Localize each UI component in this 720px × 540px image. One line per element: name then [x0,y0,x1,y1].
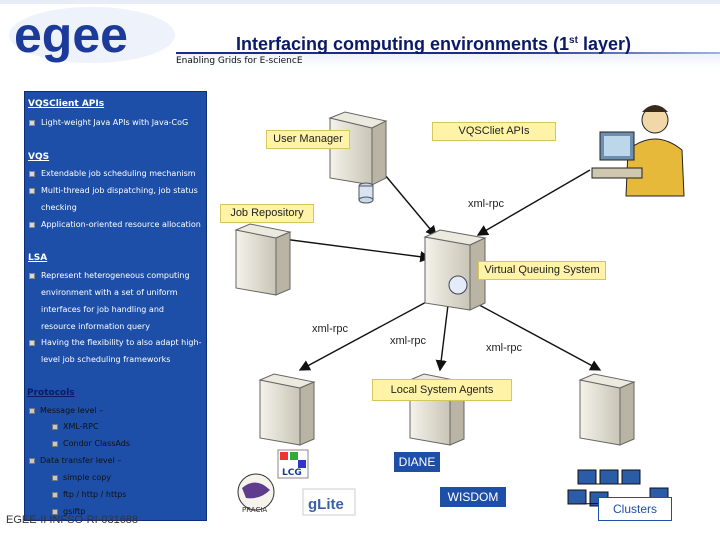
bullet-icon [29,171,35,177]
server-lsa1-icon [258,373,316,446]
lcg-label: LCG [282,468,302,478]
vqs-heading: VQS [28,152,50,162]
arrow-user-to-vqs [384,174,437,238]
arrow-vqs-to-lsa1 [298,299,431,371]
header-rule [176,52,720,54]
bullet-icon [29,340,35,346]
lsa-item: level job scheduling frameworks [41,355,171,364]
bullet-icon [29,408,35,414]
connection-arrows [267,169,602,372]
vqs-item: Multi-thread job dispatching, job status [41,186,198,195]
bullet-icon [29,120,35,126]
clusters-label: Clusters [598,497,672,521]
lsa-item: environment with a set of uniform [41,288,178,297]
bullet-icon [52,475,58,481]
vqsclient-heading: VQSClient APIs [28,99,105,109]
xml-rpc-mid-label: xml-rpc [390,335,427,347]
bullet-icon [52,509,58,515]
local-system-agents-label: Local System Agents [372,379,512,401]
job-repository-label: Job Repository [220,204,314,223]
bullet-icon [52,424,58,430]
clusters-icon [567,469,669,507]
vqscliet-apis-label: VQSCliet APIs [432,122,556,141]
server-vqs-icon [423,229,487,311]
page-subtitle: Enabling Grids for E-sciencE [176,56,303,66]
pracia-logo: PRACIA [237,473,275,514]
protocol-message-level: Message level – [40,406,104,415]
protocol-gsiftp: gsiftp [63,507,86,516]
glite-label: gLite [308,496,344,513]
user-workstation-icon [591,105,685,197]
vqs-item: Application-oriented resource allocation [41,220,201,229]
protocol-xml-rpc: XML-RPC [63,422,99,431]
virtual-queuing-system-label: Virtual Queuing System [478,261,606,280]
lsa-item: Having the flexibility to also adapt hig… [41,338,202,347]
arrow-repo-to-vqs [267,236,432,263]
glite-logo: gLite [302,488,356,516]
protocol-condor: Condor ClassAds [63,439,130,448]
arrow-vqs-to-lsa3 [469,299,602,371]
bullet-icon [52,492,58,498]
server-user-manager-icon [328,111,388,204]
logo-text: egee [14,7,128,63]
vqs-item: checking [41,203,77,212]
lsa-item: resource information query [41,322,150,331]
pracia-label: PRACIA [242,506,267,514]
diane-label: DIANE [394,452,440,472]
bullet-icon [29,458,35,464]
arrow-client-to-vqs [476,169,591,236]
server-job-repository-icon [234,223,292,296]
xml-rpc-top-label: xml-rpc [468,198,505,210]
xml-rpc-right-label: xml-rpc [486,342,523,354]
server-lsa3-icon [578,373,636,446]
header-shade [176,54,720,68]
vqsclient-item: Light-weight Java APIs with Java-CoG [41,118,189,127]
lsa-heading: LSA [28,253,48,263]
description-panel: VQSClient APIs Light-weight Java APIs wi… [24,91,207,521]
xml-rpc-left-label: xml-rpc [312,323,349,335]
protocols-heading: Protocols [27,388,75,398]
user-manager-label: User Manager [266,130,350,149]
bullet-icon [52,441,58,447]
bullet-icon [29,188,35,194]
top-strip [0,0,720,4]
vqs-item: Extendable job scheduling mechanism [41,169,196,178]
lsa-item: interfaces for job handling and [41,305,164,314]
protocol-data-level: Data transfer level – [40,456,122,465]
protocol-simple-copy: simple copy [63,473,112,482]
page-title: Interfacing computing environments (1st … [236,34,631,54]
lsa-item: Represent heterogeneous computing [41,271,190,280]
arrow-vqs-to-lsa2 [435,304,449,372]
footer-text: EGEE-II INFSO-RI-031688 [6,514,139,526]
bullet-icon [29,222,35,228]
wisdom-label: WISDOM [440,487,506,507]
egee-logo: egee [9,7,175,63]
bullet-icon [29,273,35,279]
lcg-logo: LCG [277,449,309,479]
protocol-ftp: ftp / http / https [63,490,127,499]
